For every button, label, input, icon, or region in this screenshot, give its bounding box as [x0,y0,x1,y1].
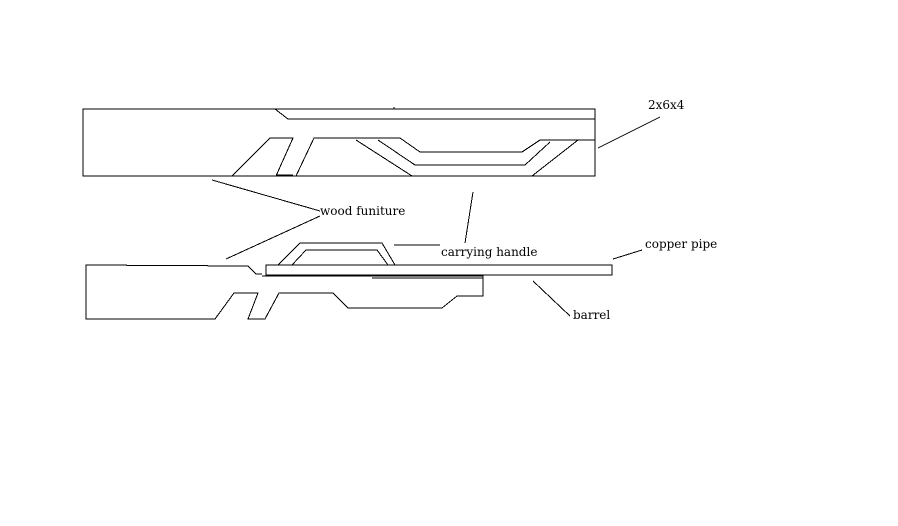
board-grip-cut [231,137,294,177]
label-barrel: barrel [573,308,610,322]
stock-outline [85,264,484,320]
board-guard-inner [355,139,413,177]
carrying-handle-inner [291,249,389,266]
board-guard-cut [295,137,595,177]
leader-wood-bottom [225,215,321,260]
leader-wood-top [211,179,321,212]
leader-handle-top [464,191,474,244]
leader-stock-dimension [597,116,661,149]
board-fore-cut [531,139,579,177]
label-copper-pipe: copper pipe [645,237,717,251]
board-guard-inner-2 [377,139,551,166]
board-outline [82,108,596,177]
label-carrying-handle: carrying handle [441,245,537,259]
copper-pipe-shape [265,264,613,276]
carrying-handle-shape [277,242,396,266]
label-stock-dimension: 2x6x4 [648,98,685,112]
board-pipe-channel [274,108,595,120]
leader-barrel [532,280,571,317]
label-wood-furniture: wood funiture [320,204,405,218]
wood-board-top [82,107,596,177]
leader-copper-pipe [612,249,643,260]
leader-lines [211,116,661,317]
assembled-rifle [85,242,613,320]
